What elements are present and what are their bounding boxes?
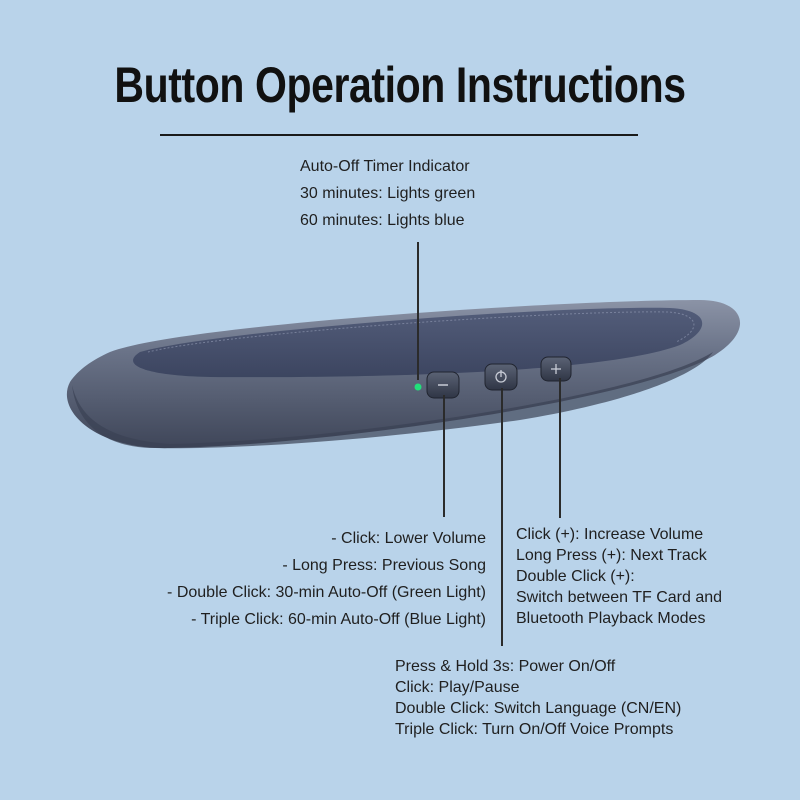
power-leader-line — [501, 388, 503, 646]
power-line-3: Double Click: Switch Language (CN/EN) — [395, 700, 682, 717]
timer-green: 30 minutes: Lights green — [300, 185, 476, 202]
minus-leader-line — [443, 395, 445, 517]
timer-info: Auto-Off Timer Indicator 30 minutes: Lig… — [300, 153, 475, 234]
plus-button[interactable] — [540, 356, 572, 382]
minus-line-2: - Long Press: Previous Song — [282, 557, 486, 574]
plus-line-4: Switch between TF Card and — [516, 589, 723, 606]
timer-leader-line — [417, 242, 419, 380]
minus-line-4: - Triple Click: 60-min Auto-Off (Blue Li… — [191, 611, 486, 628]
plus-leader-line — [559, 378, 561, 518]
led-indicator — [414, 383, 422, 391]
minus-info: - Click: Lower Volume - Long Press: Prev… — [167, 525, 486, 633]
plus-line-5: Bluetooth Playback Modes — [516, 610, 706, 627]
title-divider — [160, 134, 638, 136]
power-info: Press & Hold 3s: Power On/Off Click: Pla… — [395, 656, 681, 740]
plus-line-3: Double Click (+): — [516, 568, 635, 585]
page-title: Button Operation Instructions — [114, 57, 686, 113]
plus-line-2: Long Press (+): Next Track — [516, 547, 707, 564]
power-line-1: Press & Hold 3s: Power On/Off — [395, 658, 616, 675]
minus-line-1: - Click: Lower Volume — [331, 530, 486, 547]
minus-line-3: - Double Click: 30-min Auto-Off (Green L… — [167, 584, 486, 601]
timer-blue: 60 minutes: Lights blue — [300, 212, 465, 229]
power-line-2: Click: Play/Pause — [395, 679, 520, 696]
power-button[interactable] — [484, 363, 518, 391]
plus-info: Click (+): Increase Volume Long Press (+… — [516, 524, 722, 629]
timer-heading: Auto-Off Timer Indicator — [300, 158, 470, 175]
power-line-4: Triple Click: Turn On/Off Voice Prompts — [395, 721, 674, 738]
plus-line-1: Click (+): Increase Volume — [516, 526, 704, 543]
